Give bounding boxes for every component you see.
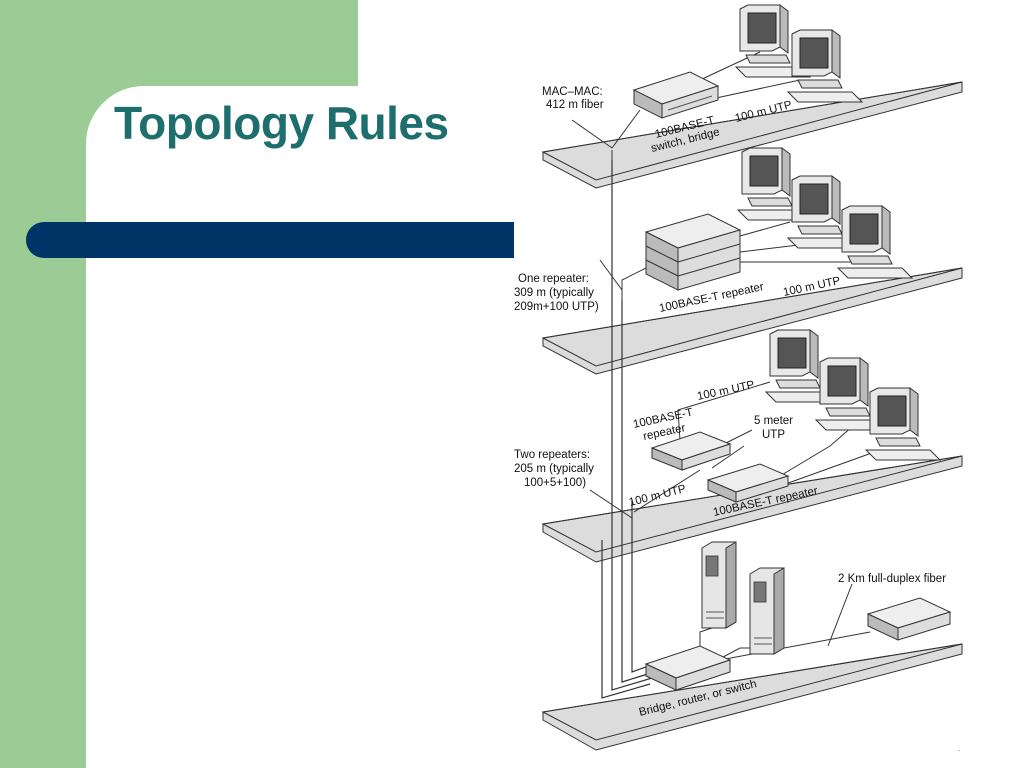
repeater-lower	[706, 463, 790, 503]
floor-slab-4	[541, 643, 963, 751]
one-repeater-line2: 309 m (typically	[514, 287, 594, 299]
slide-title: Topology Rules	[114, 97, 449, 149]
two-repeaters-line2: 205 m (typically	[514, 463, 594, 475]
five-meter-line2: UTP	[762, 429, 785, 441]
floor-slab-2	[541, 267, 963, 375]
five-meter-line1: 5 meter	[754, 415, 793, 427]
floor-2-network	[599, 147, 913, 300]
bridge-router-switch-device	[644, 645, 732, 691]
fiber-label: 2 Km full-duplex fiber	[838, 573, 946, 585]
computer-1b	[787, 29, 863, 103]
floor-slab-1	[541, 81, 963, 189]
computer-3c	[865, 387, 941, 461]
mac-label-line2: 412 m fiber	[546, 99, 604, 111]
server-tower-a	[701, 541, 737, 629]
two-repeaters-line3: 100+5+100)	[524, 477, 586, 489]
one-repeater-line1: One repeater:	[518, 273, 589, 285]
accent-bar	[26, 222, 514, 258]
mac-label-line1: MAC–MAC:	[542, 86, 603, 98]
floor3-utp-top-label: 100 m UTP	[696, 379, 756, 403]
computer-2c	[837, 205, 913, 279]
floor-1-network	[571, 4, 863, 170]
vertical-cables	[601, 160, 655, 699]
repeater-stack	[644, 213, 742, 291]
switch-bridge-device	[632, 71, 720, 119]
floor-3-network	[589, 329, 941, 519]
two-repeaters-line1: Two repeaters:	[514, 449, 590, 461]
footer-mark: .	[958, 744, 961, 753]
remote-fiber-device	[866, 597, 952, 641]
floor-4-network	[644, 541, 952, 691]
one-repeater-line3: 209m+100 UTP)	[514, 301, 599, 313]
server-tower-b	[749, 567, 785, 655]
repeater-upper	[650, 431, 732, 471]
